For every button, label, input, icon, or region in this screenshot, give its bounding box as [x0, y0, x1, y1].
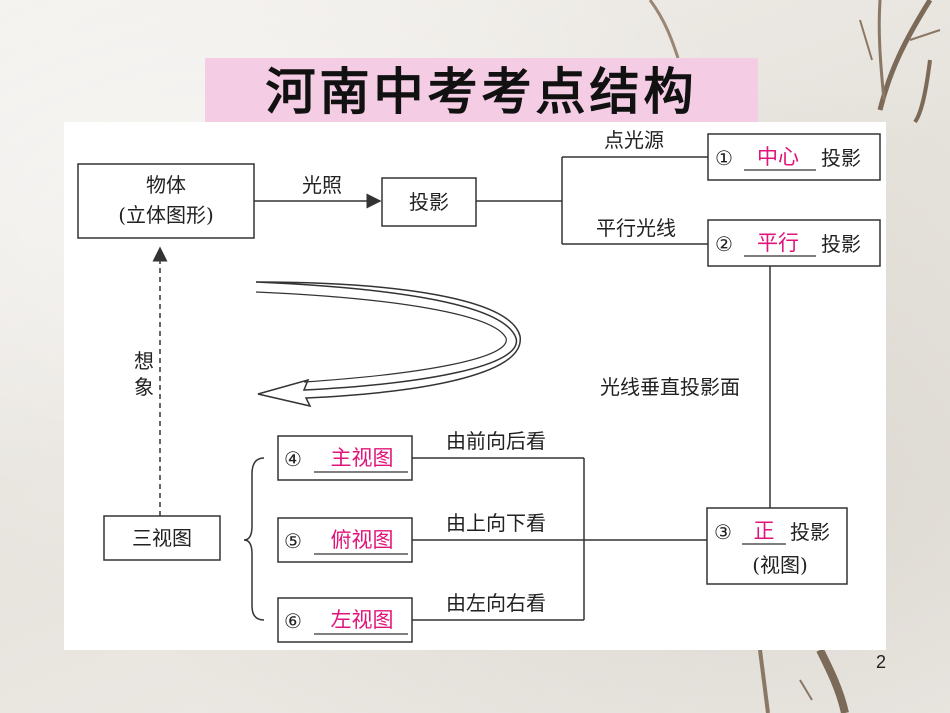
perpendicular-label: 光线垂直投影面: [600, 375, 740, 399]
top-to-bottom-label: 由上向下看: [446, 511, 546, 535]
ortho-answer: 正: [754, 519, 775, 543]
projection-box: [381, 177, 477, 227]
object-label-2: (立体图形): [118, 203, 214, 227]
left-to-right-label: 由左向右看: [446, 591, 546, 615]
parallel-projection-box: [707, 219, 881, 267]
imagine-char-2: 象: [134, 375, 154, 399]
object-box: [77, 163, 255, 239]
left-view-box: [277, 597, 413, 643]
left-num: ⑥: [284, 609, 302, 633]
central-answer: 中心: [757, 145, 799, 169]
parallel-num: ②: [715, 232, 733, 256]
curved-feedback-inner: [255, 291, 507, 383]
front-num: ④: [284, 447, 302, 471]
front-to-back-label: 由前向后看: [446, 429, 546, 453]
left-answer: 左视图: [331, 608, 394, 632]
parallel-suffix: 投影: [821, 232, 861, 256]
three-views-label: 三视图: [132, 526, 192, 550]
page-title: 河南中考考点结构: [205, 58, 758, 122]
page-number: 2: [876, 652, 887, 672]
parallel-answer: 平行: [757, 231, 799, 255]
ortho-suffix: 投影: [790, 520, 830, 544]
projection-label: 投影: [409, 190, 449, 214]
imagine-char-1: 想: [134, 349, 154, 373]
structure-diagram: 物体 (立体图形) 光照 投影 点光源 平行光线 ① 中心 投影 ② 平行 投影…: [77, 128, 881, 643]
parallel-rays-label: 平行光线: [596, 216, 676, 240]
top-answer: 俯视图: [331, 528, 394, 552]
light-label: 光照: [302, 173, 342, 197]
top-view-box: [277, 517, 413, 563]
top-num: ⑤: [284, 529, 302, 553]
views-brace: [243, 457, 265, 621]
front-answer: 主视图: [331, 446, 394, 470]
diagram-panel: 物体 (立体图形) 光照 投影 点光源 平行光线 ① 中心 投影 ② 平行 投影…: [64, 122, 886, 650]
ortho-num: ③: [714, 520, 732, 544]
central-num: ①: [715, 146, 733, 170]
ortho-line2: (视图): [752, 553, 808, 577]
central-projection-box: [707, 133, 881, 181]
front-view-box: [277, 435, 413, 481]
orthographic-projection-box: [706, 507, 848, 585]
three-views-box: [103, 515, 221, 561]
central-suffix: 投影: [821, 146, 861, 170]
point-source-label: 点光源: [604, 128, 664, 152]
object-label-1: 物体: [146, 173, 186, 197]
curved-feedback-arrow: [255, 281, 521, 408]
